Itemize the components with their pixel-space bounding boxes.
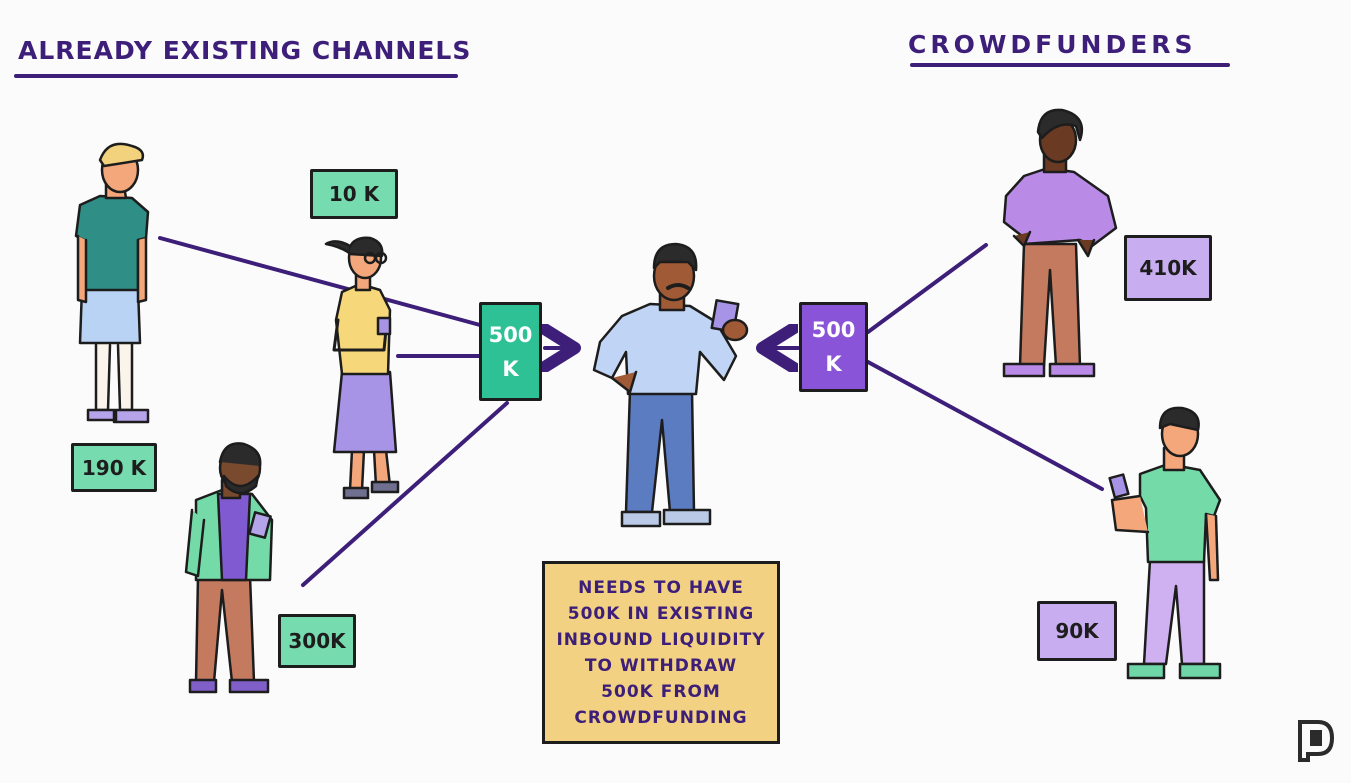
- note-line: TO WITHDRAW: [584, 655, 738, 676]
- line-person3-to-hub: [301, 401, 509, 587]
- brand-logo-icon: [1298, 720, 1335, 762]
- amount-tag-person-1: 190 K: [71, 443, 157, 492]
- amount-tag-crowdfunder-1: 410K: [1124, 235, 1212, 301]
- amount-tag-person-3: 300K: [278, 614, 356, 668]
- amount-tag-crowdfunder-2: 90K: [1037, 601, 1117, 661]
- person-crowdfunder-woman: [1002, 108, 1118, 378]
- hub-existing-amount: 500: [488, 322, 533, 347]
- person-center-man: [592, 242, 749, 528]
- hub-crowdfunders-amount: 500: [811, 318, 856, 342]
- person-woman-glasses: [324, 236, 400, 500]
- heading-crowdfunders: CROWDFUNDERS: [908, 30, 1197, 59]
- person-bearded-man: [184, 442, 274, 694]
- note-line: 500K IN EXISTING: [567, 603, 755, 624]
- hub-existing-channels: 500 K: [479, 302, 542, 401]
- heading-underline-right: [910, 63, 1230, 67]
- note-line: INBOUND LIQUIDITY: [556, 629, 766, 650]
- hub-crowdfunders: 500 K: [799, 302, 868, 392]
- requirement-note: NEEDS TO HAVE 500K IN EXISTING INBOUND L…: [542, 561, 780, 744]
- heading-underline-left: [14, 74, 458, 78]
- note-line: 500K FROM: [601, 681, 721, 702]
- line-crowdfunder2-to-hub: [866, 360, 1104, 491]
- line-person1-to-hub: [158, 236, 482, 327]
- note-line: CROWDFUNDING: [574, 707, 748, 728]
- person-blond-man: [74, 142, 150, 424]
- line-crowdfunder1-to-hub: [866, 243, 988, 334]
- hub-existing-unit: K: [502, 356, 519, 381]
- person-crowdfunder-man: [1108, 406, 1222, 680]
- note-line: NEEDS TO HAVE: [578, 577, 744, 598]
- hub-crowdfunders-unit: K: [825, 352, 842, 376]
- heading-existing-channels: ALREADY EXISTING CHANNELS: [18, 36, 472, 65]
- amount-tag-person-2: 10 K: [310, 169, 398, 219]
